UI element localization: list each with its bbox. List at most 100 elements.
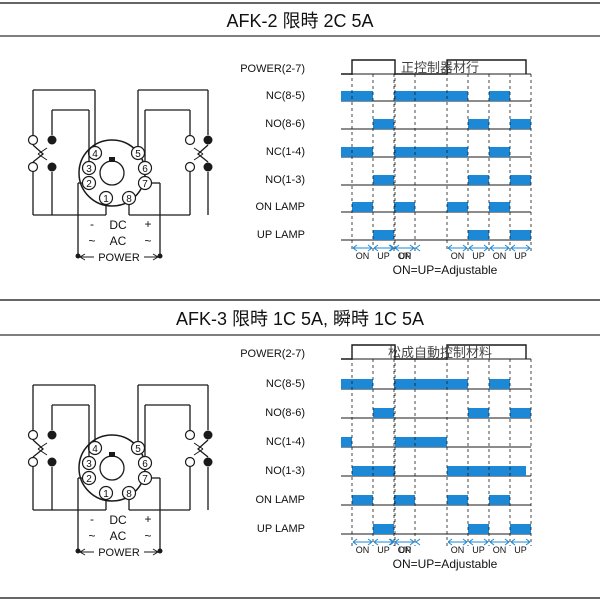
power-arrow-right (144, 548, 159, 556)
signal-5-pulse (352, 202, 373, 212)
panel1-title: AFK-2 限時 2C 5A (226, 11, 373, 31)
switch-arrow (37, 147, 48, 161)
signal-6-pulse (468, 230, 489, 240)
signal-label-5: ON LAMP (255, 494, 305, 506)
signal-6-pulse (510, 524, 531, 534)
power-arrow-right (144, 253, 159, 261)
dc-plus-label: + (144, 512, 151, 526)
signal-2-pulse (373, 119, 394, 129)
up-interval-bracket (468, 244, 489, 252)
ac-label: AC (110, 234, 127, 248)
up-interval-label: UP (514, 545, 527, 555)
signal-label-1: NC(8-5) (266, 378, 305, 390)
pin-2-label: 2 (86, 179, 92, 190)
contact-closed-terminal (203, 457, 213, 467)
ac-tilde-right: ~ (144, 529, 151, 543)
pin-6-circle (137, 160, 153, 176)
power-arrow-left (79, 548, 94, 556)
dc-label: DC (109, 513, 127, 527)
signal-5-pulse (447, 495, 468, 505)
up-interval-bracket (373, 538, 394, 546)
dc-minus-label: - (90, 512, 94, 526)
signal-3-pulse (395, 437, 447, 447)
on-interval-bracket (447, 244, 468, 252)
dc-minus-label: - (90, 217, 94, 231)
watermark-text: 松成自動控制材料 (388, 345, 492, 360)
signal-label-6: UP LAMP (257, 229, 305, 241)
signal-5-pulse (394, 495, 415, 505)
pin-6-label: 6 (142, 164, 148, 175)
pin-5-label: 5 (135, 149, 141, 160)
pin-3-circle (81, 160, 97, 176)
pin-1-label: 1 (103, 194, 109, 205)
power-label: POWER (98, 252, 140, 264)
signal-6-pulse (468, 524, 489, 534)
on-interval-label: ON (398, 251, 412, 261)
signal-label-2: NO(8-6) (265, 407, 305, 419)
signal-label-4: NO(1-3) (265, 174, 305, 186)
up-interval-bracket (373, 244, 394, 252)
signal-5-pulse (447, 202, 468, 212)
up-interval-bracket (389, 538, 421, 546)
pin-6-circle (137, 455, 153, 471)
signal-label-3: NC(1-4) (266, 436, 305, 448)
pin-3-label: 3 (86, 164, 92, 175)
contact-open-terminal (184, 429, 196, 441)
switch-arrow (37, 442, 48, 456)
signal-3-pulse (341, 147, 373, 157)
signal-2-pulse (373, 408, 394, 418)
signal-4-pulse (447, 466, 526, 476)
power-terminal-left (75, 253, 81, 259)
up-interval-label: UP (472, 251, 485, 261)
switch-arm (32, 439, 45, 458)
signal-3-pulse (341, 437, 352, 447)
up-interval-label: UP (472, 545, 485, 555)
on-interval-bracket (352, 244, 373, 252)
signal-label-6: UP LAMP (257, 523, 305, 535)
watermark-text: 正控制器材行 (401, 60, 479, 75)
signal-6-pulse (373, 230, 394, 240)
signal-1-pulse (395, 91, 468, 101)
on-interval-bracket (489, 538, 510, 546)
signal-4-pulse (373, 175, 394, 185)
signal-1-pulse (341, 379, 373, 389)
contact-closed-terminal (47, 162, 57, 172)
power-arrow-left (79, 253, 94, 261)
signal-5-pulse (352, 495, 373, 505)
up-interval-bracket (510, 538, 531, 546)
up-interval-bracket (510, 244, 531, 252)
contact-open-terminal (27, 456, 39, 468)
contact-closed-terminal (203, 430, 213, 440)
pin-7-circle (137, 175, 153, 191)
contact-open-terminal (184, 456, 196, 468)
dc-label: DC (109, 218, 127, 232)
pin-7-circle (137, 470, 153, 486)
signal-label-3: NC(1-4) (266, 146, 305, 158)
signal-5-pulse (489, 495, 510, 505)
signal-3-pulse (489, 147, 510, 157)
pin-2-label: 2 (86, 474, 92, 485)
pin-8-circle (121, 485, 137, 501)
switch-arm (32, 144, 45, 163)
up-interval-bracket (468, 538, 489, 546)
pin-3-label: 3 (86, 459, 92, 470)
on-interval-bracket (489, 244, 510, 252)
switch-arrow (193, 442, 204, 456)
contact-open-terminal (184, 134, 196, 146)
signal-6-pulse (373, 524, 394, 534)
power-label: POWER (98, 547, 140, 559)
pin-1-circle (98, 190, 114, 206)
pin-8-circle (121, 190, 137, 206)
signal-6-pulse (510, 230, 531, 240)
switch-arm (196, 144, 209, 163)
signal-4-pulse (352, 466, 395, 476)
contact-closed-terminal (47, 430, 57, 440)
pin-7-label: 7 (142, 474, 148, 485)
pin-2-circle (81, 175, 97, 191)
pin-4-label: 4 (92, 149, 98, 160)
contact-open-terminal (184, 161, 196, 173)
on-interval-label: ON (398, 545, 412, 555)
on-interval-bracket (447, 538, 468, 546)
